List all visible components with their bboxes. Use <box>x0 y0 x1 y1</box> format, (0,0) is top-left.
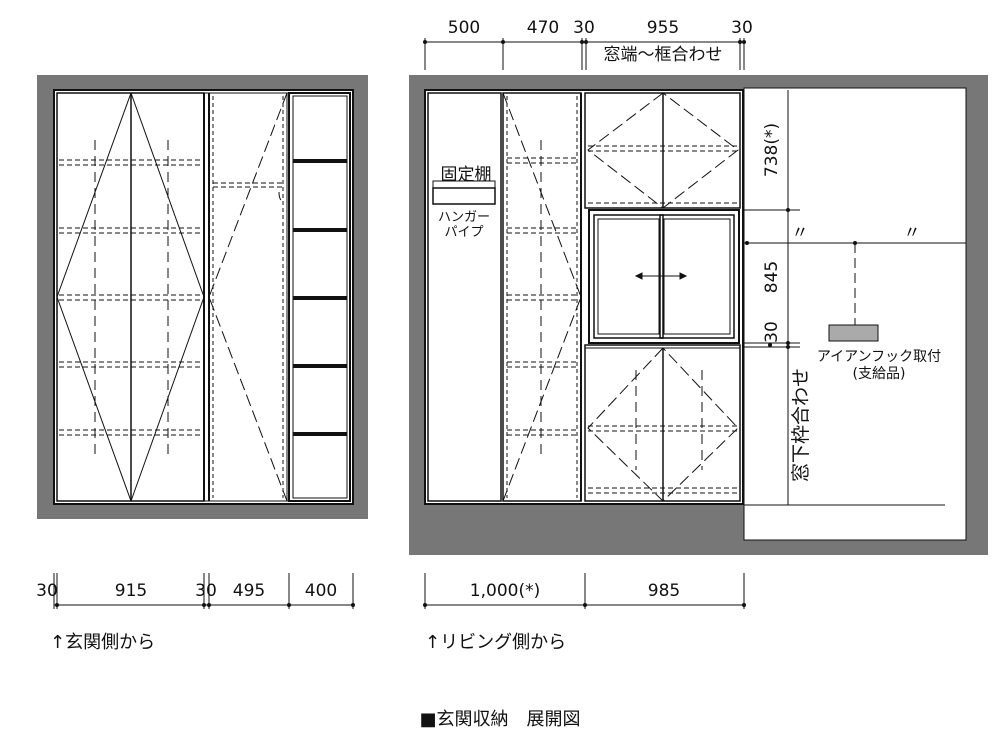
dim-label-738: 738(*) <box>762 123 782 177</box>
dim-dot <box>745 241 749 245</box>
dim-dot <box>853 241 857 245</box>
dim-label-985: 985 <box>648 581 680 601</box>
hidden-shelf-lines <box>507 140 577 460</box>
hidden-shelf-lines <box>59 140 202 460</box>
window-frame-note: 窓端～框合わせ <box>604 45 723 65</box>
hanger-pipe-label: パイプ <box>444 225 483 240</box>
living-wall-area <box>743 87 967 541</box>
drawing-title: ■玄関収納 展開図 <box>419 709 580 730</box>
dim-label-30: 30 <box>762 321 782 343</box>
fixed-shelf-label: 固定棚 <box>441 165 492 185</box>
window-sill-note: 窓下枠合わせ <box>790 368 812 482</box>
dim-dot <box>786 208 790 212</box>
door-swing-line <box>56 92 132 502</box>
door-swing-line <box>208 92 288 502</box>
dim-label-30: 30 <box>573 18 595 38</box>
top-dimension-line <box>423 38 746 70</box>
door-swing-line <box>502 92 582 502</box>
dim-label-30: 30 <box>36 581 58 601</box>
ditto-mark: 〃 <box>792 223 809 243</box>
iron-hook <box>828 324 879 342</box>
door-swing-line <box>587 92 739 209</box>
dim-label-495: 495 <box>233 581 265 601</box>
iron-hook-label: アイアンフック取付 <box>817 349 941 365</box>
open-shelf-boards <box>293 159 347 436</box>
ditto-mark: 〃 <box>904 223 921 243</box>
right-elevation <box>409 75 988 555</box>
dim-dot <box>786 345 790 349</box>
dim-label-1000: 1,000(*) <box>470 581 540 601</box>
dim-label-500: 500 <box>448 18 480 38</box>
dim-label-30: 30 <box>195 581 217 601</box>
caption-living-side: ↑リビング側から <box>425 632 566 653</box>
door-swing-line <box>587 347 739 502</box>
dim-dot <box>786 341 790 345</box>
dim-label-845: 845 <box>762 261 782 293</box>
dim-label-400: 400 <box>305 581 337 601</box>
left-bottom-dimension-line <box>53 573 355 609</box>
hanger-section <box>427 92 502 502</box>
iron-hook-label: (支給品) <box>853 366 906 382</box>
dim-label-470: 470 <box>527 18 559 38</box>
slide-arrow-icon <box>634 272 688 280</box>
left-single-door <box>208 92 288 502</box>
left-open-shelf <box>288 92 351 502</box>
door-swing-line <box>130 92 205 502</box>
hanger-hook-mark <box>278 191 282 201</box>
left-elevation <box>37 75 368 519</box>
right-bottom-dimension-line <box>423 573 746 609</box>
hanger-pipe-label: ハンガー <box>438 210 490 225</box>
caption-entrance-side: ↑玄関側から <box>50 632 155 653</box>
dim-label-955: 955 <box>647 18 679 38</box>
dim-label-30: 30 <box>731 18 753 38</box>
hanger-pipe-bracket <box>432 187 496 205</box>
hidden-shelf-lines <box>588 370 738 494</box>
dim-label-915: 915 <box>115 581 147 601</box>
dim-dot <box>768 343 772 347</box>
